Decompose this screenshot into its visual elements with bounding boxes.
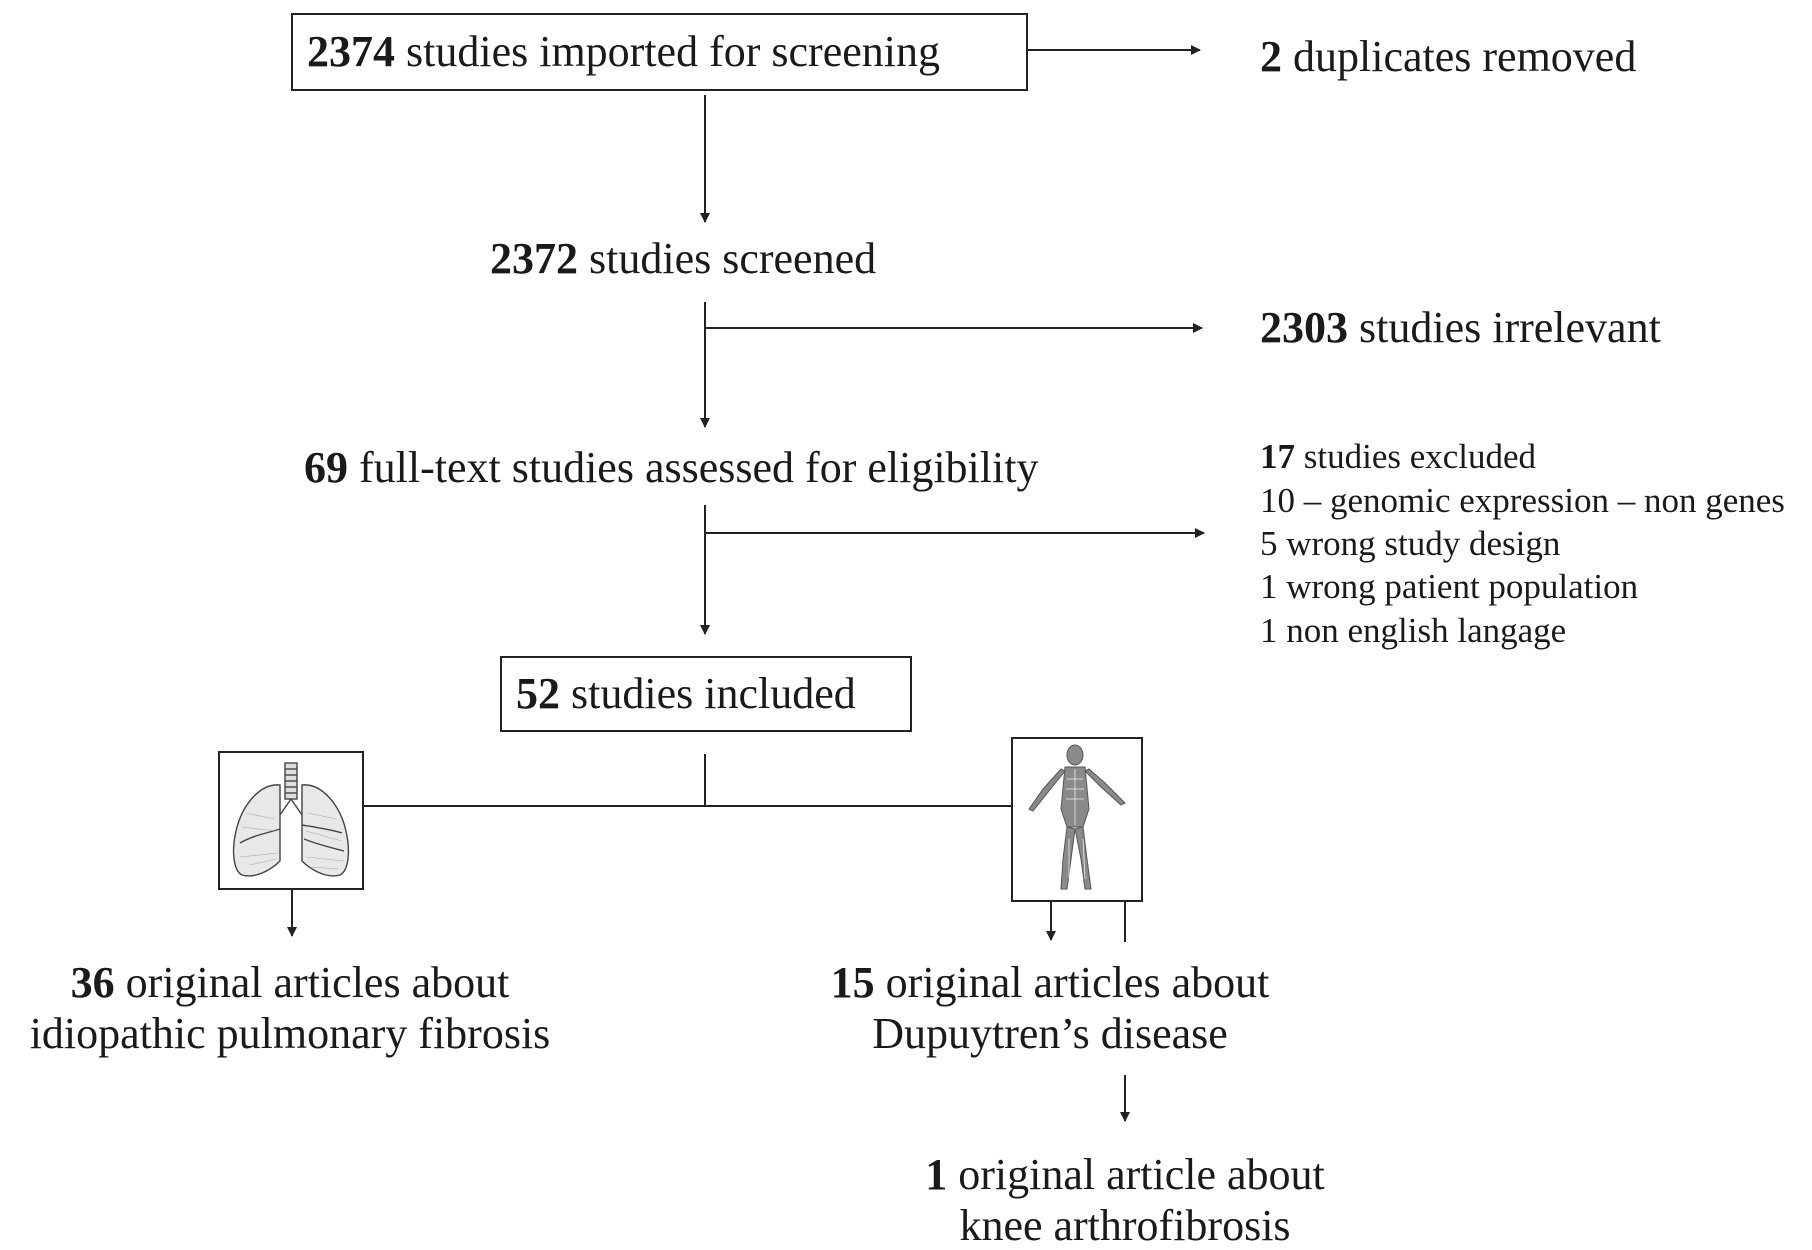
- excluded-reason: 1 non english langage: [1260, 611, 1567, 650]
- excluded-reason: 10 – genomic expression – non genes: [1260, 481, 1785, 520]
- excluded-reason: 1 wrong patient population: [1260, 567, 1639, 606]
- included-label: 52 studies included: [516, 669, 856, 718]
- screened-label: 2372 studies screened: [490, 234, 877, 283]
- imported-label: 2374 studies imported for screening: [307, 27, 940, 76]
- human-anatomy-icon: [1011, 737, 1143, 902]
- included-box: [500, 656, 912, 732]
- irrelevant-label: 2303 studies irrelevant: [1260, 303, 1661, 352]
- knee-label: 1 original article about knee arthrofibr…: [925, 1150, 1325, 1250]
- ipf-label: 36 original articles about idiopathic pu…: [29, 958, 551, 1058]
- dupuytren-label: 15 original articles about Dupuytren’s d…: [830, 958, 1270, 1058]
- excluded-reason: 5 wrong study design: [1260, 524, 1561, 563]
- excluded-label: 17 studies excluded: [1260, 437, 1537, 476]
- imported-box: [291, 13, 1028, 91]
- fulltext-label: 69 full-text studies assessed for eligib…: [304, 443, 1039, 492]
- duplicates-label: 2 duplicates removed: [1260, 32, 1637, 81]
- lungs-icon: [218, 751, 364, 890]
